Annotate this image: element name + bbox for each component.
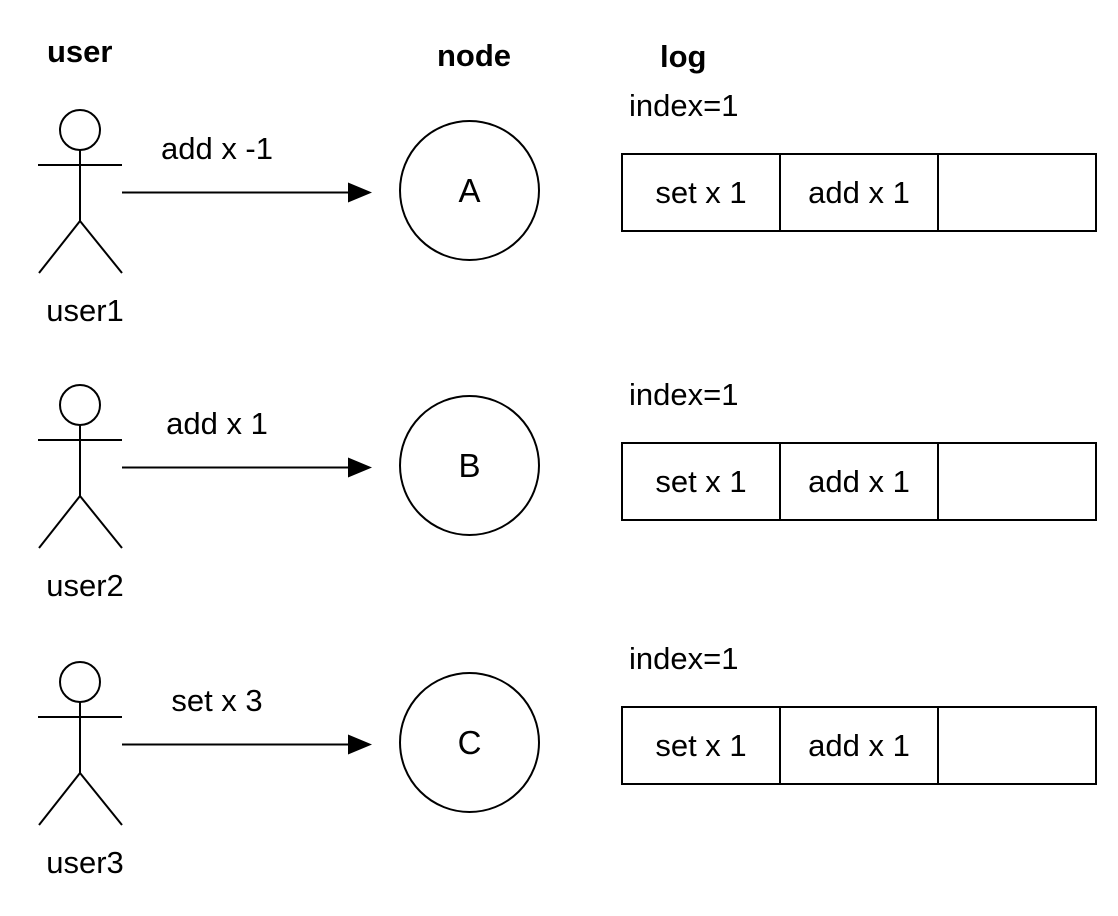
message-label: set x 3 (171, 683, 263, 718)
arrow-icon (122, 734, 372, 755)
log-table: set x 1 add x 1 (621, 706, 1097, 785)
actor-leg-right (79, 220, 123, 274)
actor-head (59, 384, 101, 426)
node-label: B (458, 447, 481, 484)
stick-figure-icon (38, 384, 123, 549)
log-index-label: index=1 (629, 377, 739, 412)
log-cell: set x 1 (655, 175, 747, 210)
user-label: user2 (46, 568, 124, 603)
arrow-head (348, 734, 372, 755)
log-table: set x 1 add x 1 (621, 442, 1097, 521)
message-label: add x 1 (166, 406, 268, 441)
actor-head (59, 661, 101, 703)
log-cell: add x 1 (779, 155, 937, 230)
log-cell: add x 1 (779, 708, 937, 783)
node-circle: B (399, 395, 540, 536)
actor-leg-left (38, 220, 81, 274)
log-index-label: index=1 (629, 641, 739, 676)
user-label: user3 (46, 845, 124, 880)
log-cell: add x 1 (779, 444, 937, 519)
diagram-row-1: add x -1 A user1 index=1 set x 1 add x 1 (0, 90, 1118, 350)
log-cell-empty (937, 708, 1095, 783)
log-cell: set x 1 (655, 464, 747, 499)
actor-leg-right (79, 772, 123, 826)
node-circle: C (399, 672, 540, 813)
actor-leg-left (38, 495, 81, 549)
actor-leg-right (79, 495, 123, 549)
column-header-log: log (660, 39, 707, 74)
arrow-icon (122, 457, 372, 478)
node-label: C (457, 724, 482, 761)
log-cell-empty (937, 155, 1095, 230)
log-cell-empty (937, 444, 1095, 519)
stick-figure-icon (38, 109, 123, 274)
actor-leg-left (38, 772, 81, 826)
arrow-head (348, 457, 372, 478)
node-label: A (458, 172, 481, 209)
column-header-user: user (47, 34, 113, 69)
log-table: set x 1 add x 1 (621, 153, 1097, 232)
stick-figure-icon (38, 661, 123, 826)
message-label: add x -1 (160, 131, 273, 166)
arrow-icon (122, 182, 372, 203)
user-label: user1 (46, 293, 124, 328)
node-circle: A (399, 120, 540, 261)
log-cell: set x 1 (655, 728, 747, 763)
column-header-node: node (437, 38, 512, 73)
diagram-row-2: add x 1 B user2 index=1 set x 1 add x 1 (0, 365, 1118, 625)
log-index-label: index=1 (629, 88, 739, 123)
arrow-head (348, 182, 372, 203)
actor-head (59, 109, 101, 151)
diagram-row-3: set x 3 C user3 index=1 set x 1 add x 1 (0, 642, 1118, 902)
